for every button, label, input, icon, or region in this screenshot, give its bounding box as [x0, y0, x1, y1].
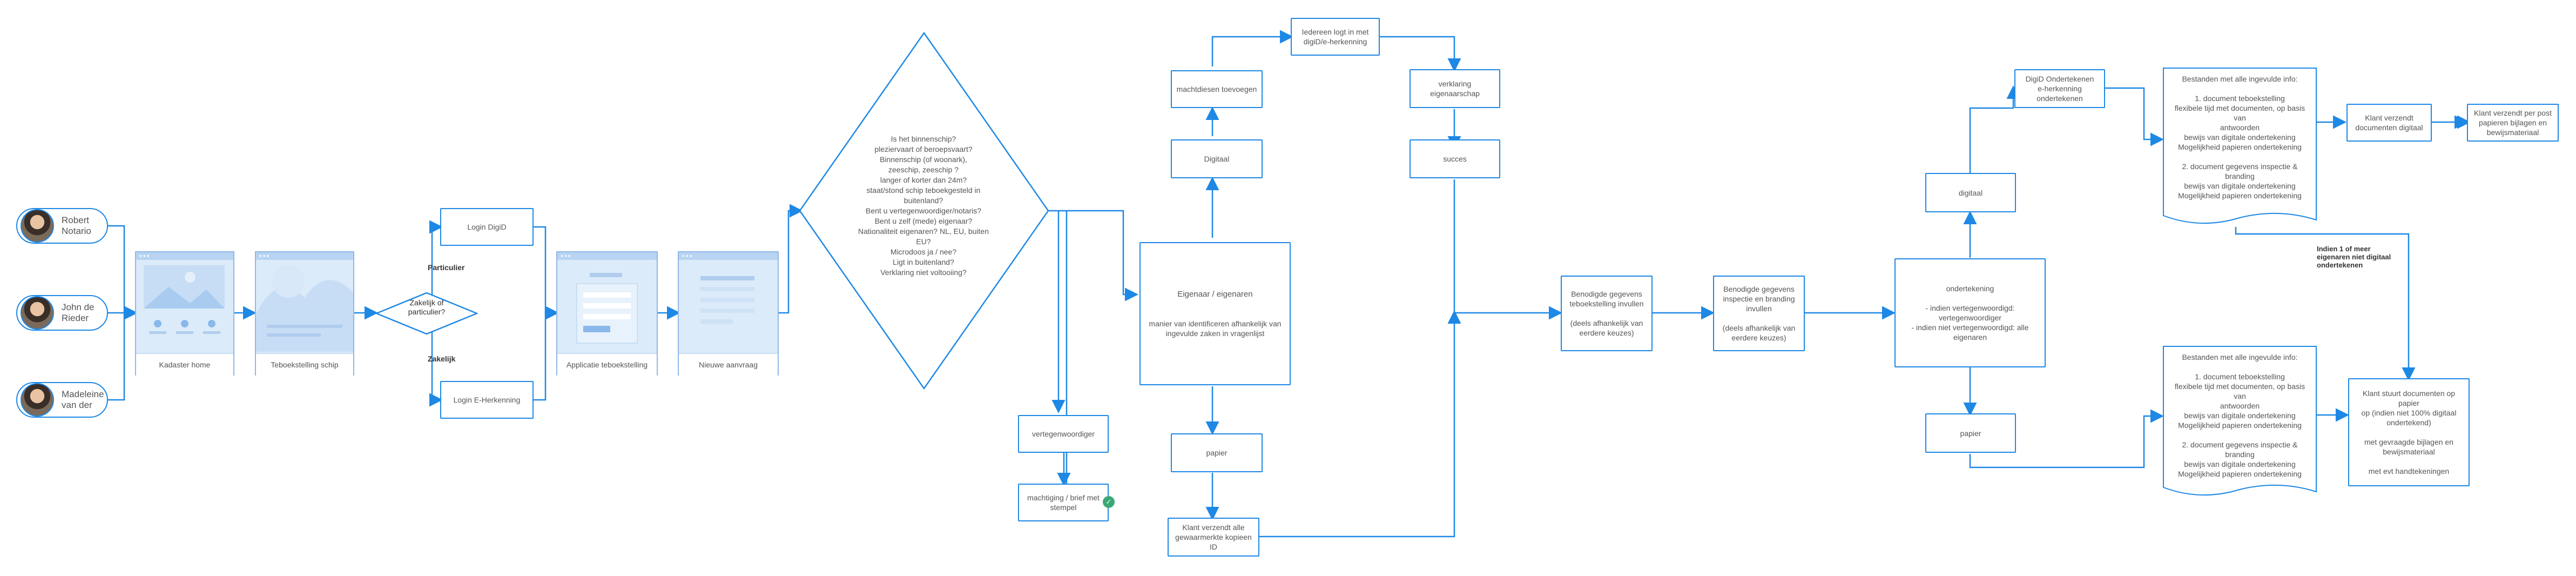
decision-particulier-shape	[375, 292, 478, 335]
big-decision-line: buitenland?	[903, 196, 943, 205]
document-wave-shape	[2163, 208, 2317, 224]
login-digid-box[interactable]: Login DigiD	[440, 208, 534, 246]
big-decision-line: Bent u zelf (mede) eigenaar?	[874, 217, 973, 225]
big-decision-line: Microdoos ja / nee?	[890, 247, 957, 256]
screen-caption: Kadaster home	[136, 353, 233, 376]
verklaring-eigenaarschap-box[interactable]: verklaring eigenaarschap	[1410, 69, 1500, 108]
big-decision-line: EU?	[916, 237, 931, 246]
papier-right-box[interactable]: papier	[1925, 413, 2016, 453]
machtiging-toevoegen-box[interactable]: machtdiesen toevoegen	[1171, 70, 1263, 108]
document-wave-shape	[2163, 480, 2317, 496]
klant-verzendt-papier-box: Klant verzendt per post papieren bijlage…	[2467, 104, 2559, 142]
big-decision-line: zeeschip, zeeschip ?	[888, 165, 959, 174]
machtiging-box[interactable]: machtiging / brief met stempel	[1018, 484, 1109, 521]
screen-applicatie-teboekstelling: ●●● Applicatie teboekstelling	[556, 251, 658, 376]
digitaal-right-box[interactable]: digitaal	[1925, 173, 2016, 212]
indien-note-label: Indien 1 of meer eigenaren niet digitaal…	[2317, 245, 2391, 269]
big-decision-line: Bent u vertegenwoordiger/notaris?	[865, 206, 982, 215]
wireframe-illustration-icon	[256, 265, 353, 352]
checkmark-icon: ✓	[1103, 496, 1115, 508]
klant-stuurt-papier-box: Klant stuurt documenten op papier op (in…	[2348, 378, 2470, 486]
big-decision-line: Is het binnenschip?	[891, 135, 956, 143]
persona-name: Madeleine van der	[62, 389, 104, 410]
big-decision-shape	[799, 31, 1049, 390]
avatar	[21, 296, 54, 330]
ondertekening-box: ondertekening - indien vertegenwoordigd:…	[1894, 258, 2046, 367]
big-decision-line: Nationaliteit eigenaren? NL, EU, buiten	[858, 227, 989, 236]
decision-particulier-text: Zakelijk of particulier?	[408, 298, 446, 316]
persona-name: John de Rieder	[62, 302, 95, 323]
benodigde-inspectie-box[interactable]: Benodigde gegevens inspectie en branding…	[1713, 276, 1805, 351]
particulier-branch-label: Particulier	[428, 263, 465, 272]
klant-verzendt-digitaal-box: Klant verzendt documenten digitaal	[2346, 104, 2432, 142]
eigenaar-box: Eigenaar / eigenaren manier van identifi…	[1139, 242, 1291, 385]
benodigde-teboekstelling-box[interactable]: Benodigde gegevens teboekstelling invull…	[1561, 276, 1653, 351]
big-decision-line: pleziervaart of beroepsvaart?	[874, 145, 973, 153]
screen-nieuwe-aanvraag: ●●● Nieuwe aanvraag	[678, 251, 779, 376]
eigenaar-body: manier van identificeren afhankelijk van…	[1149, 319, 1282, 338]
avatar	[21, 383, 54, 417]
vertegenwoordiger-box[interactable]: vertegenwoordiger	[1018, 415, 1109, 453]
screen-caption: Nieuwe aanvraag	[679, 353, 778, 376]
screen-caption: Applicatie teboekstelling	[557, 353, 657, 376]
iedereen-logt-in-box[interactable]: Iedereen logt in met digiD/e-herkenning	[1291, 18, 1380, 56]
eigenaar-title: Eigenaar / eigenaren	[1177, 289, 1253, 299]
persona-madeleine: Madeleine van der	[16, 382, 108, 418]
screen-kadaster-home: ●●● Kadaster home	[135, 251, 234, 376]
screen-caption: Teboekstelling schip	[256, 353, 353, 376]
persona-john: John de Rieder	[16, 295, 108, 331]
wireframe-illustration-icon	[144, 265, 225, 334]
persona-name: Robert Notario	[62, 215, 91, 236]
zakelijk-branch-label: Zakelijk	[428, 354, 456, 363]
bestanden-bottom-document: Bestanden met alle ingevulde info: 1. do…	[2163, 346, 2317, 481]
big-decision-line: Verklaring niet voltooiing?	[880, 268, 967, 277]
big-decision-line: Ligt in buitenland?	[893, 258, 954, 266]
succes-box: succes	[1410, 139, 1500, 178]
form-wireframe-icon	[576, 273, 638, 344]
bestanden-top-document: Bestanden met alle ingevulde info: 1. do…	[2163, 68, 2317, 209]
big-decision-text: Is het binnenschip? pleziervaart of beroe…	[842, 134, 1004, 278]
screen-teboekstelling-schip: ●●● Teboekstelling schip	[255, 251, 354, 376]
big-decision-line: langer of korter dan 24m?	[880, 176, 967, 184]
avatar	[21, 209, 54, 243]
big-decision-line: Binnenschip (of woonark),	[880, 155, 967, 164]
digitaal-box[interactable]: Digitaal	[1171, 139, 1263, 178]
persona-robert: Robert Notario	[16, 208, 108, 244]
digid-ondertekenen-box[interactable]: DigiD Ondertekenen e-herkenning ondertek…	[2014, 69, 2105, 108]
login-eherkenning-box[interactable]: Login E-Herkenning	[440, 381, 534, 419]
papier-box[interactable]: papier	[1171, 433, 1263, 472]
list-wireframe-icon	[700, 276, 754, 324]
klant-verzendt-kopieen-box: Klant verzendt alle gewaarmerkte kopieen…	[1168, 518, 1259, 557]
big-decision-line: staat/stond schip teboekgesteld in	[866, 186, 981, 195]
